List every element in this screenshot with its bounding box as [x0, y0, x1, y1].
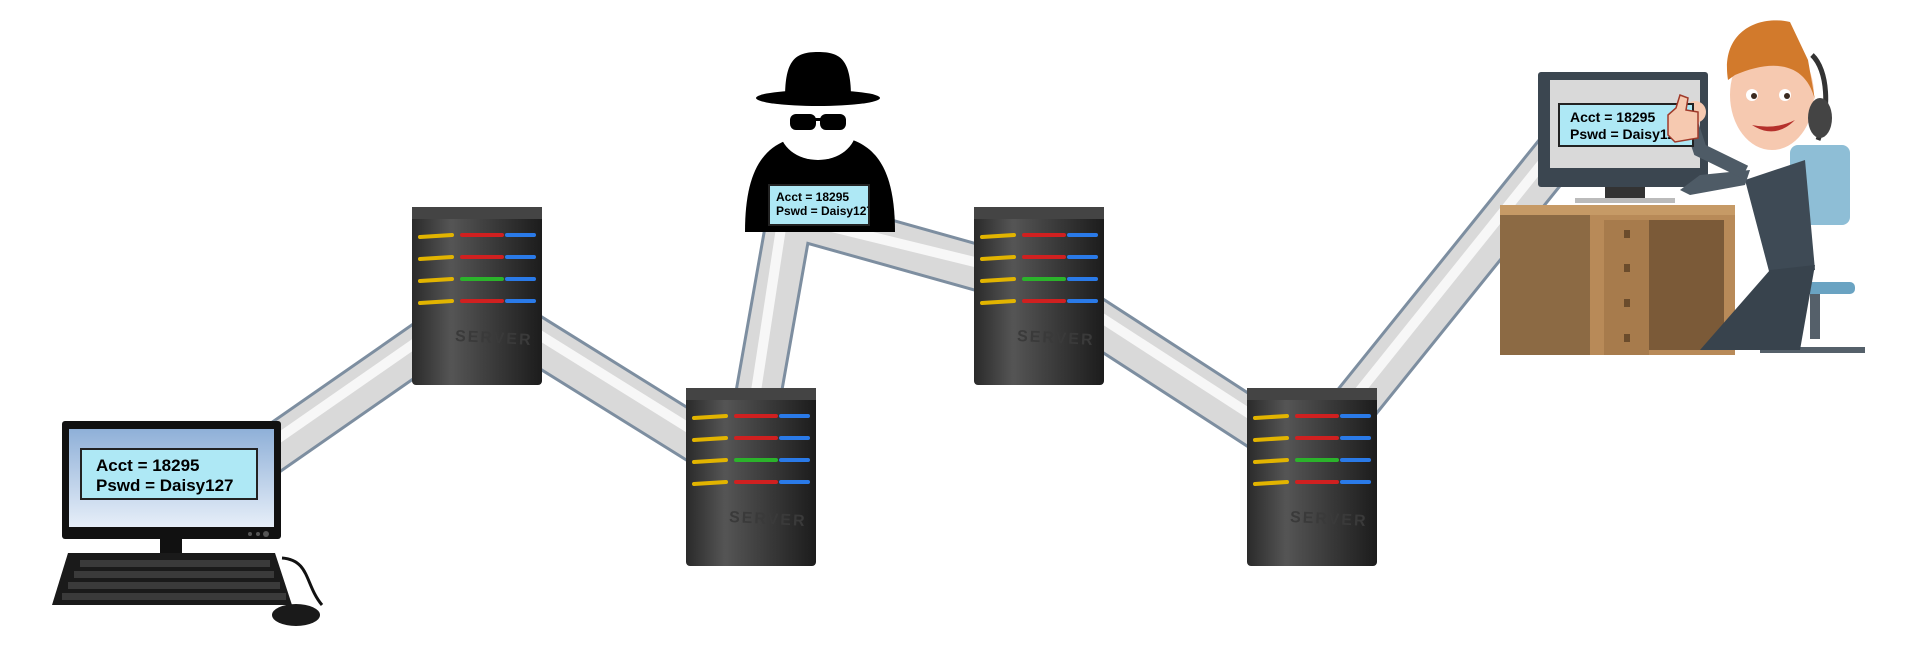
server-3: [972, 205, 1106, 387]
sender-acct: Acct = 18295: [96, 456, 200, 475]
server-4: [1245, 386, 1379, 568]
attacker-pswd: Pswd = Daisy127: [776, 204, 868, 219]
attacker-credentials: Acct = 18295 Pswd = Daisy127: [768, 184, 870, 226]
mouse: [272, 604, 320, 626]
attacker-acct: Acct = 18295: [776, 190, 850, 204]
server-1: [410, 205, 544, 387]
receiver-acct: Acct = 18295: [1570, 109, 1656, 125]
receiver-pswd: Pswd = Daisy127: [1570, 125, 1684, 142]
sender-credentials: Acct = 18295 Pswd = Daisy127: [80, 448, 258, 500]
receiver-credentials: Acct = 18295 Pswd = Daisy127: [1558, 103, 1694, 147]
sender-pswd: Pswd = Daisy127: [96, 476, 234, 496]
server-2: [684, 386, 818, 568]
